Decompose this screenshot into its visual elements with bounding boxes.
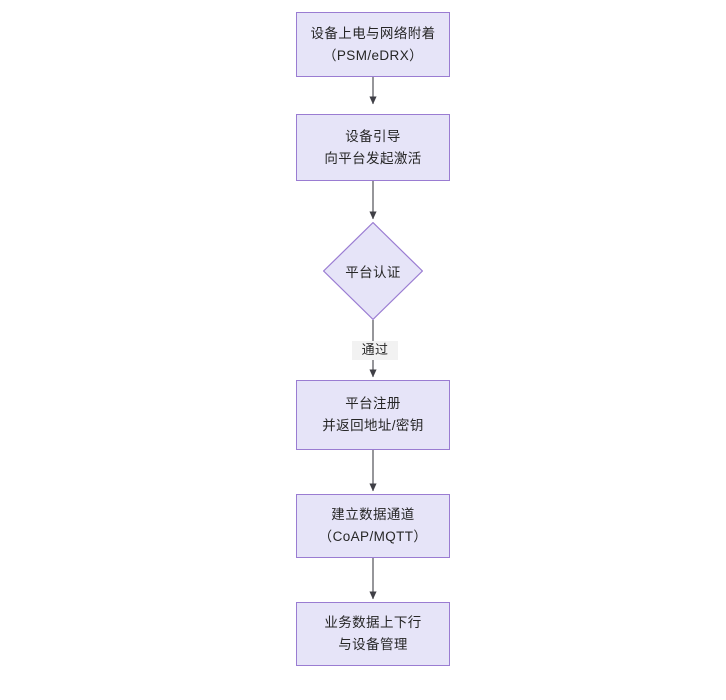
data-channel-node[interactable]: 建立数据通道 （CoAP/MQTT）	[296, 494, 450, 558]
diamond-shape	[323, 222, 423, 320]
data-channel-node-line-1: 建立数据通道	[331, 507, 415, 523]
power-on-node[interactable]: 设备上电与网络附着 （PSM/eDRX）	[296, 12, 450, 77]
power-on-node-line-2: （PSM/eDRX）	[322, 47, 424, 63]
device-bootstrap-node[interactable]: 设备引导 向平台发起激活	[296, 114, 450, 181]
device-bootstrap-node-line-1: 设备引导	[345, 128, 401, 144]
business-data-node-line-1: 业务数据上下行	[324, 615, 422, 631]
business-data-node[interactable]: 业务数据上下行 与设备管理	[296, 602, 450, 666]
platform-register-node[interactable]: 平台注册 并返回地址/密钥	[296, 380, 450, 450]
platform-auth-decision-label: 平台认证	[345, 265, 401, 280]
platform-register-node-line-1: 平台注册	[345, 396, 401, 412]
platform-register-node-line-2: 并返回地址/密钥	[322, 418, 424, 433]
edge-label-pass: 通过	[352, 341, 398, 360]
platform-auth-decision[interactable]: 平台认证	[323, 222, 423, 320]
device-bootstrap-node-line-2: 向平台发起激活	[324, 150, 422, 166]
business-data-node-line-2: 与设备管理	[338, 637, 408, 652]
data-channel-node-line-2: （CoAP/MQTT）	[318, 529, 428, 544]
power-on-node-line-1: 设备上电与网络附着	[310, 25, 436, 41]
